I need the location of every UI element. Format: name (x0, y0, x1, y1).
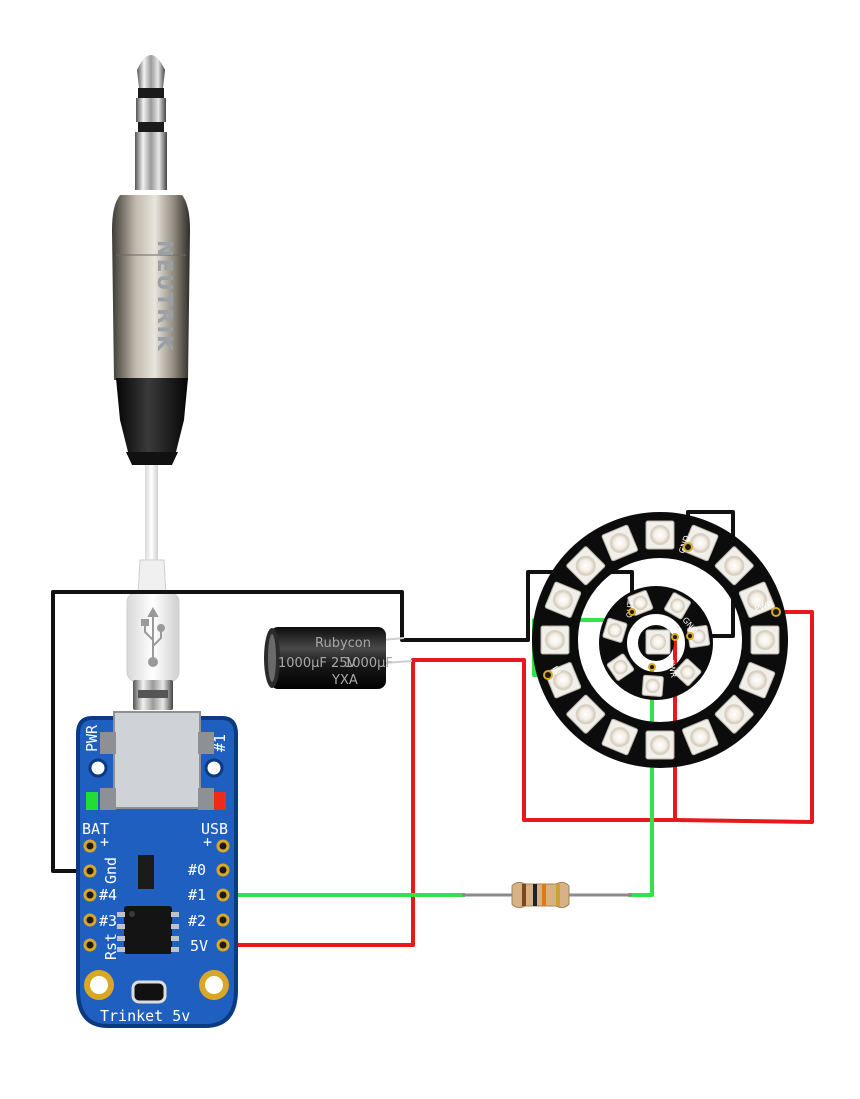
outer-ring-led (544, 662, 582, 699)
trinket-bat-plus-label: + (100, 833, 109, 851)
jack-strain-relief (116, 378, 188, 452)
outer-ring-led (540, 625, 570, 655)
outer-ring-led (682, 524, 719, 562)
trinket-rst-label: Rst (102, 933, 120, 960)
trinket-pad-0 (216, 863, 230, 877)
outer-ring-led (645, 520, 675, 550)
outer-ring-gnd-pad (683, 542, 693, 552)
trinket-pin1-label: #1 (188, 886, 206, 904)
trinket-pad-rst (83, 938, 97, 952)
outer-ring-in-pad (543, 670, 553, 680)
inner-ring-in-pad (648, 663, 656, 671)
trinket-pin1-led (214, 792, 226, 810)
trinket-usb-plus-label: + (203, 833, 212, 851)
trinket-board: PWR #1 BAT + Gnd #4 #3 Rst USB + #0 #1 #… (76, 711, 238, 1028)
jack-ring-insulator (138, 88, 164, 98)
trinket-bat-label: BAT (82, 820, 109, 838)
capacitor-rating: 1000µF 25V (278, 656, 357, 671)
micro-usb-plug (126, 559, 180, 710)
trinket-pin2-label: #2 (188, 912, 206, 930)
power-wire-ring (674, 610, 814, 824)
usb-icon (141, 606, 165, 667)
inner-ring-led (673, 658, 702, 687)
trinket-pad-gnd (83, 864, 97, 878)
trinket-pin4-label: #4 (99, 886, 117, 904)
resistor-body (511, 881, 570, 909)
capacitor-body (270, 627, 386, 689)
capacitor-brand: Rubycon (315, 636, 371, 651)
neopixel-rings: GND PWR IN OUT GND PWR IN (532, 512, 788, 768)
outer-ring-leds (540, 520, 780, 760)
capacitor-code: YXA (331, 673, 358, 688)
trinket-microcontroller (124, 906, 172, 954)
jack-sleeve-insulator (138, 122, 164, 132)
trinket-power-led (86, 792, 98, 810)
jack-housing (112, 195, 190, 380)
trinket-pad-4 (83, 888, 97, 902)
trinket-pad-3 (83, 913, 97, 927)
capacitor-capacitance: 1000µF (344, 656, 393, 671)
inner-ring-led (602, 617, 628, 643)
jack-cable (145, 465, 158, 565)
trinket-reset-button[interactable] (131, 980, 167, 1004)
outer-ring-led (645, 730, 675, 760)
trinket-pad-1 (216, 888, 230, 902)
jack-brand-text: NEUTRIK (153, 240, 177, 353)
capacitor: 1000µF 25V 1000µF Rubycon YXA (264, 627, 413, 689)
resistor (462, 881, 632, 909)
data-wire-ring (628, 667, 654, 897)
jack-ring (136, 98, 166, 122)
outer-ring-led (544, 581, 582, 618)
trinket-pwr-label: PWR (83, 724, 101, 752)
jack-tip (137, 55, 165, 88)
inner-ring-pwr-label: PWR (666, 659, 678, 679)
outer-ring-led (738, 581, 776, 618)
inner-ring-led (641, 674, 664, 697)
inner-ring-pwr-pad (671, 633, 679, 641)
inner-ring-out-pad (628, 608, 636, 616)
trinket-pad-bat (83, 839, 97, 853)
trinket-pin0-label: #0 (188, 861, 206, 879)
inner-ring-led (606, 653, 635, 681)
trinket-pad-2 (216, 913, 230, 927)
inner-ring-gnd-pad (686, 632, 694, 640)
trinket-pin3-label: #3 (99, 912, 117, 930)
outer-ring-led (714, 694, 754, 734)
trinket-usb-label: USB (201, 820, 228, 838)
center-led (645, 629, 671, 655)
trinket-pad-5v (216, 938, 230, 952)
trinket-pad-usb (216, 839, 230, 853)
outer-ring-led (750, 625, 780, 655)
trinket-name-label: Trinket 5v (100, 1007, 190, 1025)
outer-ring-in-label: IN (550, 665, 562, 677)
trinket-usb-connector (113, 711, 201, 809)
outer-ring-pwr-pad (771, 607, 781, 617)
outer-ring-led (566, 694, 606, 734)
trinket-gnd-label: Gnd (102, 857, 120, 884)
trinket-5v-label: 5V (190, 937, 208, 955)
outer-ring-led (601, 524, 638, 562)
outer-ring-led (566, 546, 606, 586)
outer-ring-led (738, 662, 776, 699)
trinket-regulator (138, 855, 154, 889)
outer-ring-led (601, 718, 638, 756)
trinket-top-pin1-label: #1 (211, 734, 229, 752)
outer-ring-led (714, 546, 754, 586)
inner-ring-led (664, 592, 691, 620)
outer-ring-led (682, 718, 719, 756)
audio-jack-plug: NEUTRIK (112, 55, 190, 565)
jack-sleeve (135, 132, 167, 190)
inner-ring-leds (602, 590, 711, 697)
